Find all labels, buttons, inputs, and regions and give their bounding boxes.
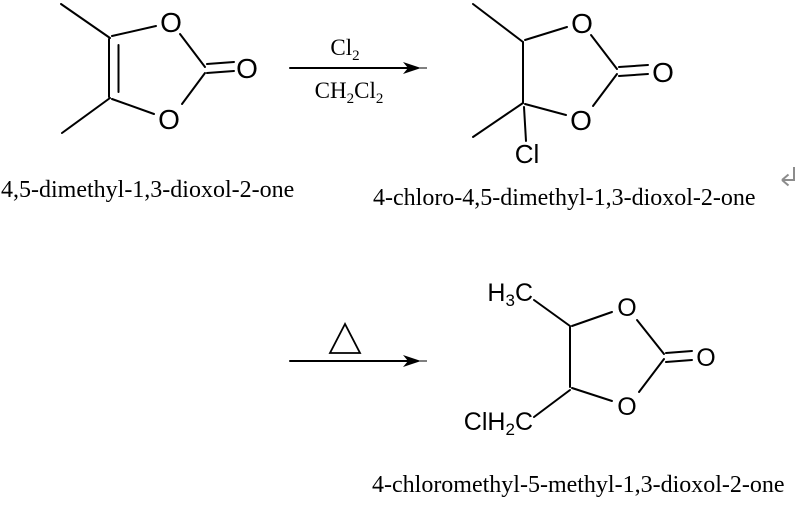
atom-o-bottom: O <box>570 105 592 136</box>
bond-c5-otop <box>524 26 568 41</box>
bond-methyl <box>533 299 571 327</box>
bond-methyl-bottom <box>61 97 111 134</box>
compound-name-reactant: 4,5-dimethyl-1,3-dioxol-2-one <box>1 177 294 203</box>
compound-name-product-2: 4-chloromethyl-5-methyl-1,3-dioxol-2-one <box>372 472 785 498</box>
reaction-arrow-2 <box>289 322 427 367</box>
arrow-1-head <box>403 62 421 74</box>
bond-carbonyl-lower <box>665 359 693 363</box>
bond-otop-c2 <box>636 319 665 355</box>
bond-obottom-c4 <box>524 103 567 116</box>
bond-carbonyl-upper <box>618 64 649 68</box>
bond-c2-obottom <box>638 358 665 393</box>
bond-methyl-bottom <box>472 102 524 138</box>
structure-reactant: O O O <box>60 3 258 135</box>
bond-carbonyl-lower <box>618 73 649 77</box>
atom-o-carbonyl: O <box>236 53 258 84</box>
reagent-label: Cl2 <box>330 35 359 64</box>
atom-o-carbonyl: O <box>652 57 674 88</box>
bond-c4-otop <box>111 25 157 37</box>
delta-heat-icon <box>328 322 362 354</box>
bond-c2-obottom <box>592 73 618 107</box>
bond-carbonyl-upper <box>206 61 235 65</box>
bond-methyl-top <box>60 3 111 39</box>
atom-chloromethyl-group: ClH2C <box>464 408 533 439</box>
structure-product-1: O O O Cl <box>472 3 674 169</box>
bond-carbonyl-lower <box>206 70 235 74</box>
bond-obottom-c4 <box>571 387 613 402</box>
atom-o-carbonyl: O <box>696 344 715 372</box>
bond-carbonyl-upper <box>665 350 693 354</box>
atom-cl: Cl <box>515 139 540 169</box>
reaction-arrow-1: Cl2 CH2Cl2 <box>289 35 427 107</box>
compound-name-product-1: 4-chloro-4,5-dimethyl-1,3-dioxol-2-one <box>373 185 756 211</box>
line-break-return-icon <box>781 167 795 187</box>
solvent-label: CH2Cl2 <box>315 78 384 107</box>
atom-o-top: O <box>617 294 636 322</box>
bond-otop-c2 <box>590 34 618 70</box>
structure-product-2: O O O H3C ClH2C <box>464 279 716 439</box>
bond-c4-cl <box>523 106 527 142</box>
arrow-2-head <box>403 355 421 367</box>
bond-c5-otop <box>571 311 613 327</box>
atom-o-top: O <box>160 7 182 38</box>
bond-chloromethyl <box>533 389 571 418</box>
atom-o-bottom: O <box>617 393 636 421</box>
bond-c2-obottom <box>181 72 206 105</box>
atom-o-bottom: O <box>158 104 180 135</box>
atom-o-top: O <box>571 8 593 39</box>
bond-obottom-c5 <box>111 98 155 115</box>
atom-methyl-group: H3C <box>487 279 533 310</box>
bond-methyl-top <box>472 3 524 43</box>
bond-otop-c2 <box>179 33 206 68</box>
